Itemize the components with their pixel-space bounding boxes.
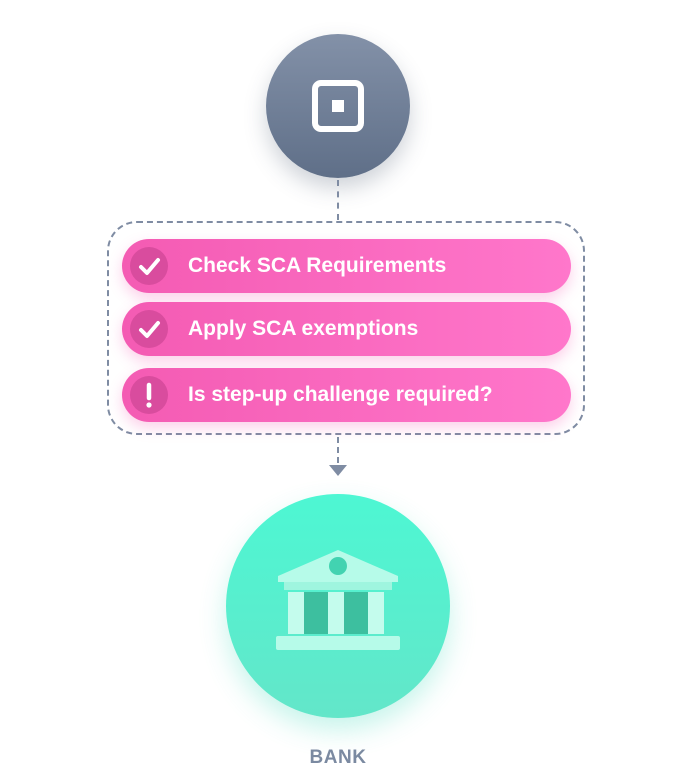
checks-group-box	[107, 221, 585, 435]
merchant-node	[266, 34, 410, 178]
step-check-sca-requirements: Check SCA Requirements	[122, 239, 571, 293]
step-label: Apply SCA exemptions	[188, 317, 419, 340]
exclamation-icon	[146, 382, 152, 408]
square-logo-icon	[312, 80, 364, 132]
arrow-down-icon	[329, 465, 347, 476]
connector-line-top	[337, 180, 339, 220]
step-badge	[130, 310, 168, 348]
connector-line-bottom	[337, 437, 339, 463]
bank-node	[226, 494, 450, 718]
step-step-up-challenge: Is step-up challenge required?	[122, 368, 571, 422]
bank-icon	[276, 550, 400, 650]
bank-label: BANK	[309, 747, 367, 768]
step-badge	[130, 247, 168, 285]
check-icon	[139, 321, 160, 338]
step-badge	[130, 376, 168, 414]
check-icon	[139, 258, 160, 275]
step-label: Check SCA Requirements	[188, 254, 447, 277]
step-label: Is step-up challenge required?	[188, 383, 493, 406]
step-apply-sca-exemptions: Apply SCA exemptions	[122, 302, 571, 356]
